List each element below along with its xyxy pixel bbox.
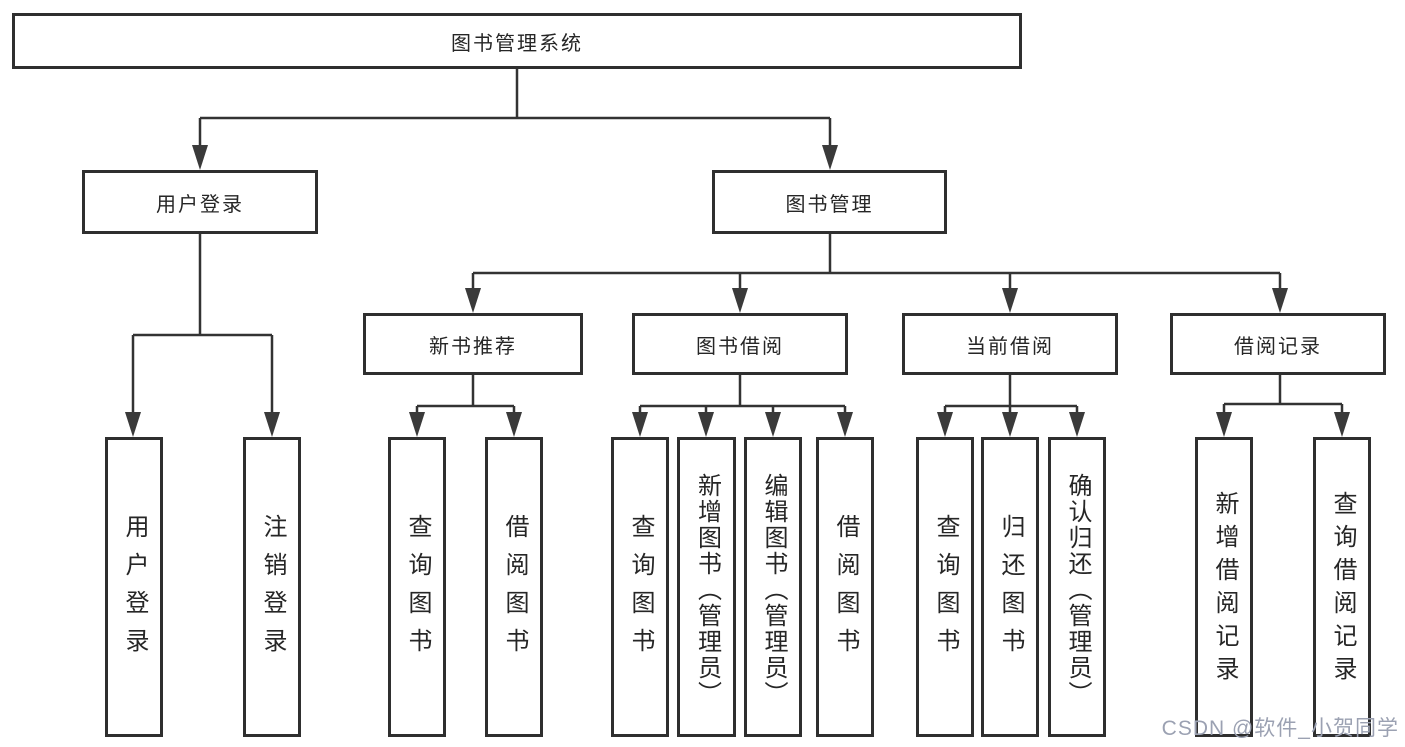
node-current-borrowing: 当前借阅 bbox=[902, 313, 1118, 375]
leaf-logout: 注销登录 bbox=[243, 437, 301, 737]
leaf-query-books-current: 查询图书 bbox=[916, 437, 974, 737]
node-borrowing-records: 借阅记录 bbox=[1170, 313, 1386, 375]
node-new-book-recommend: 新书推荐 bbox=[363, 313, 583, 375]
leaf-add-borrow-record: 新增借阅记录 bbox=[1195, 437, 1253, 737]
node-book-management: 图书管理 bbox=[712, 170, 947, 234]
leaf-return-book: 归还图书 bbox=[981, 437, 1039, 737]
node-user-login: 用户登录 bbox=[82, 170, 318, 234]
leaf-borrow-books-borrowing: 借阅图书 bbox=[816, 437, 874, 737]
leaf-user-login: 用户登录 bbox=[105, 437, 163, 737]
node-book-borrowing: 图书借阅 bbox=[632, 313, 848, 375]
leaf-edit-book-admin: 编辑图书（管理员） bbox=[744, 437, 802, 737]
leaf-add-book-admin: 新增图书（管理员） bbox=[677, 437, 736, 737]
leaf-query-borrow-record: 查询借阅记录 bbox=[1313, 437, 1371, 737]
leaf-query-books-recommend: 查询图书 bbox=[388, 437, 446, 737]
leaf-borrow-books-recommend: 借阅图书 bbox=[485, 437, 543, 737]
leaf-confirm-return-admin: 确认归还（管理员） bbox=[1048, 437, 1106, 737]
leaf-query-books-borrowing: 查询图书 bbox=[611, 437, 669, 737]
node-library-management-system: 图书管理系统 bbox=[12, 13, 1022, 69]
csdn-watermark: CSDN @软件_小贺同学 bbox=[1161, 717, 1399, 740]
